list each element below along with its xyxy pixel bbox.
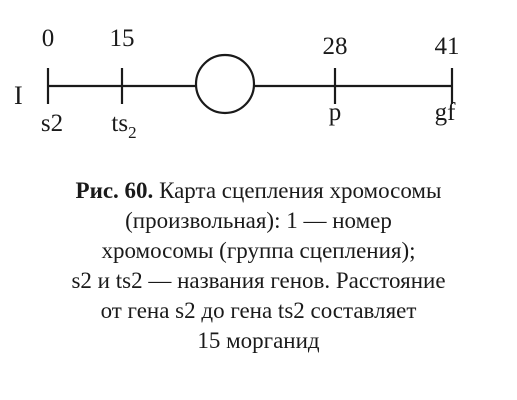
chromosome-number-label: I [14,81,23,110]
caption-line-4: s2 и ts2 — названия генов. Расстояние [71,268,446,293]
figure-number: Рис. 60. [75,178,154,203]
position-label-0: 0 [42,25,55,52]
position-label-41: 41 [435,33,460,60]
gene-label-gf: gf [435,99,457,126]
caption-line-6: 15 морганид [197,328,320,353]
caption-line-5: от гена s2 до гена ts2 составляет [100,298,417,323]
caption-line-3: хромосомы (группа сцепления); [101,238,416,263]
linkage-map: I 0 15 28 41 s2 ts2 p gf [14,25,460,142]
centromere-circle [194,53,256,115]
gene-label-ts2-base: ts [111,110,128,137]
position-label-28: 28 [323,33,348,60]
caption-line-1: Рис. 60. Карта сцепления хромосомы [0,176,517,206]
gene-label-s2: s2 [41,110,63,137]
caption-line-1-text: Карта сцепления хромосомы [153,178,442,203]
figure-caption: Рис. 60. Карта сцепления хромосомы (прои… [0,176,517,356]
gene-label-ts2-subscript: 2 [128,123,137,142]
gene-label-ts2: ts2 [111,110,136,142]
gene-label-p: p [329,99,342,126]
caption-line-2: (произвольная): 1 — номер [125,208,392,233]
position-label-15: 15 [110,25,135,52]
